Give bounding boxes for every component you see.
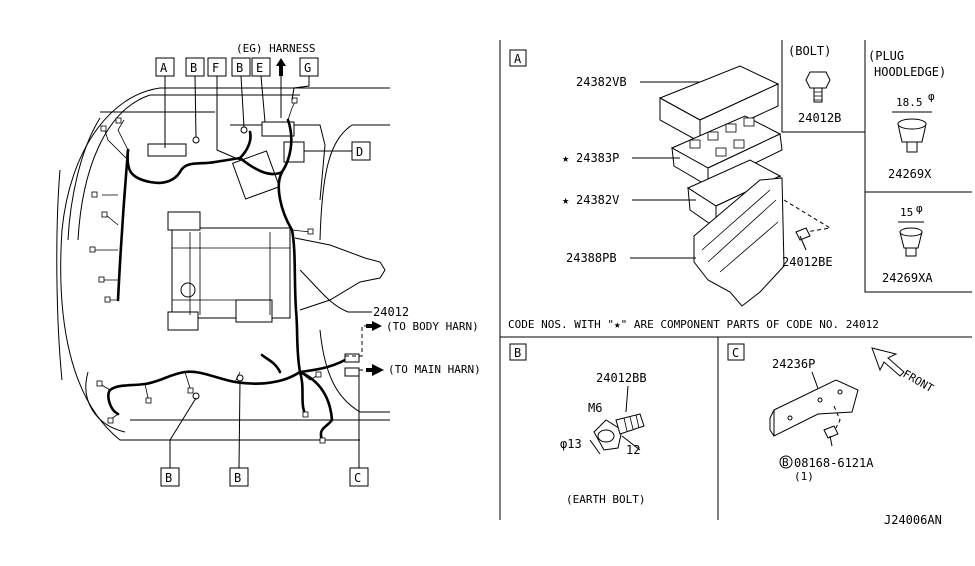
callout-b-top: B [190,61,197,75]
callout-g: G [304,61,311,75]
bolt-icon [805,71,831,103]
plug2-size: 15 [900,206,913,219]
part-24012-label: 24012 [373,305,409,319]
panel-dividers [499,40,972,520]
bolt-code-08168-6121a: 08168-6121A [794,456,874,470]
plug-small-icon [899,227,923,257]
part-24382vb: 24382VB [576,75,627,89]
eg-harness-label: (EG) HARNESS [236,42,315,55]
thread-m6: M6 [588,401,602,415]
part-24236p: 24236P [772,357,815,371]
plug2-phi: φ [916,202,923,215]
fuse-box-bracket [693,177,785,307]
section-c-bracket: C 24236P FRONT B 08168-6121A (1) [727,343,937,483]
earth-bolt-icon [593,413,645,451]
earth-bolt-caption: (EARTH BOLT) [566,493,645,506]
part-24012bb: 24012BB [596,371,647,385]
callout-labels: A B F B E G (EG) HARNESS D 24012 (TO BOD… [155,42,481,487]
bolt-b-marker: B [782,456,789,469]
diagram-id: J24006AN [884,513,942,527]
bolt-part-24012b: 24012B [798,111,841,125]
plug-hoodledge-icon [897,118,927,153]
front-label: FRONT [901,367,937,395]
section-b-earth-bolt: B 24012BB M6 φ13 12 (EARTH BOLT) [509,343,647,506]
callout-a: A [160,61,168,75]
dia-13: φ13 [560,437,582,451]
part-24388pb: 24388PB [566,251,617,265]
callout-e: E [256,61,263,75]
length-12: 12 [626,443,640,457]
callout-b-top-2: B [236,61,243,75]
star-24383p: ★ [562,151,569,165]
component-note: CODE NOS. WITH "★" ARE COMPONENT PARTS O… [508,318,879,331]
plug1-size: 18.5 [896,96,923,109]
star-24382v: ★ [562,193,569,207]
section-b-label: B [514,346,521,360]
part-24382v: 24382V [576,193,619,207]
plug-title-line2: HOODLEDGE) [874,65,946,79]
plug-title-line1: (PLUG [868,49,904,63]
to-main-harn-label: (TO MAIN HARN) [388,363,481,376]
callout-d: D [356,145,363,159]
part-24383p: 24383P [576,151,619,165]
callout-b-bottom-1: B [165,471,172,485]
section-a-label: A [514,52,522,66]
bolt-08168-icon [823,425,839,447]
plug1-part-24269x: 24269X [888,167,932,181]
callout-b-bottom-2: B [234,471,241,485]
callout-f: F [212,61,219,75]
bolt-qty: (1) [794,470,814,483]
section-c-label: C [732,346,739,360]
mounting-bracket-icon [769,379,859,437]
front-arrow-icon [871,347,905,377]
part-24012be: 24012BE [782,255,833,269]
plug2-part-24269xa: 24269XA [882,271,933,285]
engine-room-view [56,87,390,444]
bolt-title: (BOLT) [788,44,831,58]
callout-c: C [354,471,361,485]
plug1-phi: φ [928,90,935,103]
section-a-fuse-box: A 24382VB ★ 24383P ★ [509,44,946,307]
to-body-harn-label: (TO BODY HARN) [386,320,479,333]
